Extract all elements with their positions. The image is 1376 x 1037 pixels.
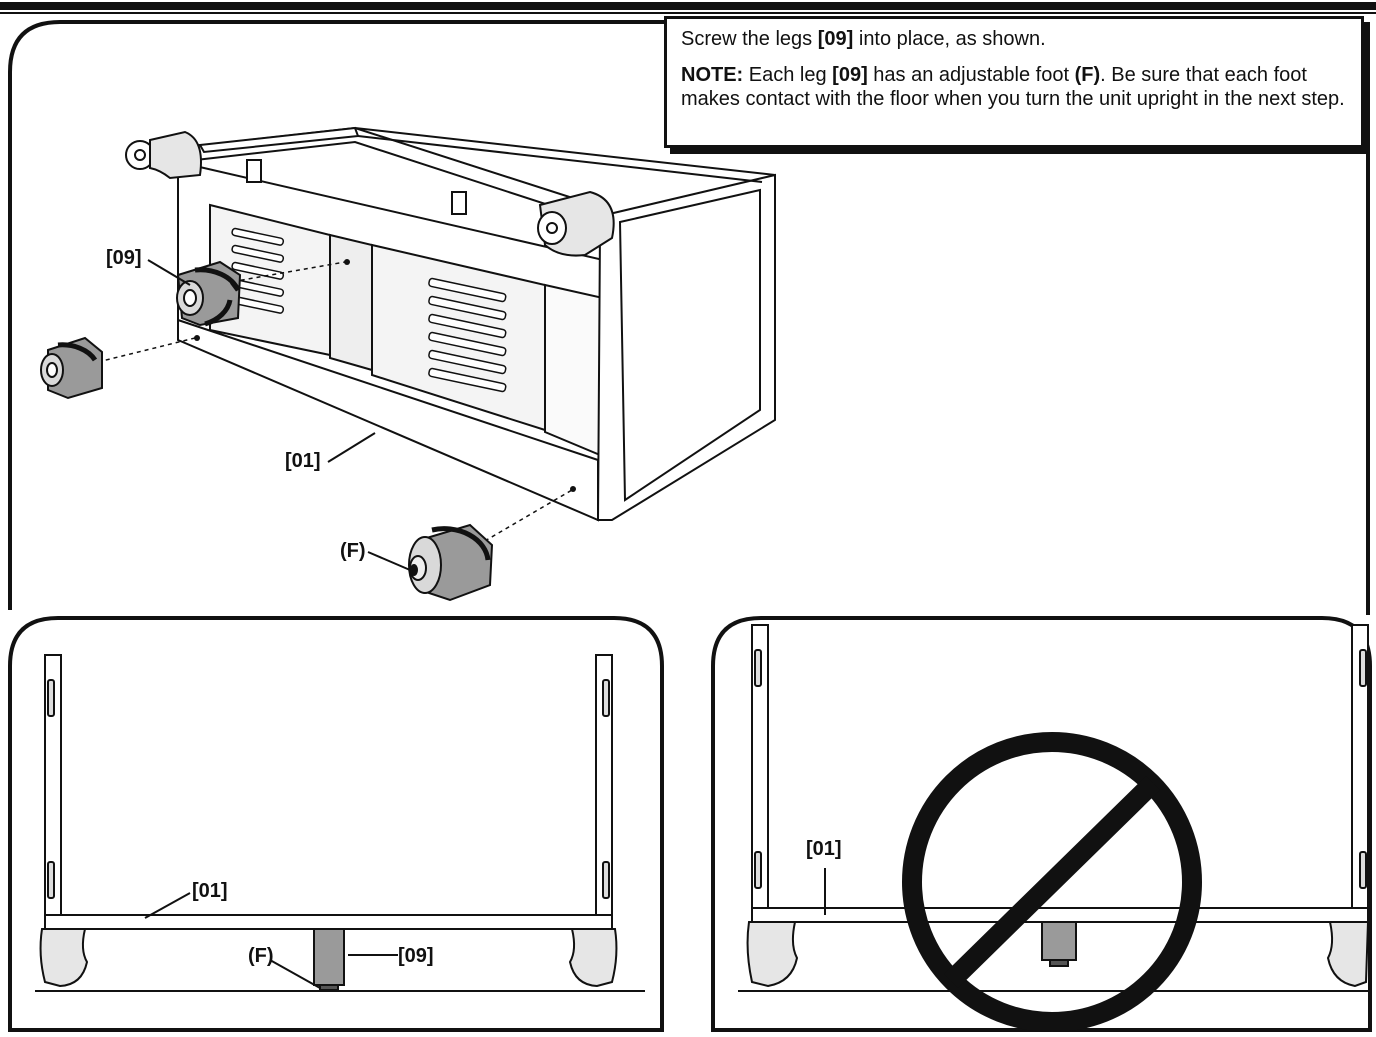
bolt-holes (194, 259, 576, 492)
note-ref-F: (F) (1074, 64, 1101, 86)
top-caster-right (537, 190, 615, 257)
instruction-line: Screw the legs [09] into place, as shown… (681, 27, 1347, 51)
label-foot-F: (F) (340, 540, 366, 562)
dashed-guides (97, 261, 573, 546)
leader-lines-correct (144, 892, 398, 989)
top-rule (0, 2, 1376, 10)
top-caster-left (125, 130, 202, 180)
instruction-text: Screw the legs (681, 28, 818, 50)
incorrect-label-frame-01: [01] (806, 838, 842, 860)
note-prefix: NOTE: (681, 64, 744, 86)
foot-F-detached (408, 523, 494, 602)
note-paragraph: NOTE: Each leg [09] has an adjustable fo… (681, 63, 1347, 111)
label-frame-01: [01] (285, 450, 321, 472)
hinge-brackets (246, 159, 467, 215)
leg-left-detached (40, 336, 103, 400)
label-leg-09: [09] (106, 247, 142, 269)
note-text-2: has an adjustable foot (867, 64, 1075, 86)
correct-label-frame-01: [01] (192, 880, 228, 902)
main-panel-frame (8, 20, 664, 610)
instruction-ref-09: [09] (817, 28, 854, 50)
incorrect-panel-frame (711, 616, 1372, 1032)
note-text-3: . Be sure that each foot makes contact w… (681, 64, 1345, 110)
prohibited-symbol (902, 732, 1202, 1032)
leader-lines-main (147, 259, 411, 571)
instruction-text-end: into place, as shown. (853, 28, 1046, 50)
correct-label-foot-F: (F) (248, 945, 274, 967)
incorrect-cabinet (746, 624, 1370, 988)
note-ref-09: [09] (832, 64, 868, 86)
note-text-1: Each leg (743, 64, 833, 86)
top-rule-thin (0, 12, 1376, 14)
correct-panel-frame (8, 616, 664, 1032)
leg-09-upper (176, 260, 242, 327)
correct-label-leg-09: [09] (398, 945, 434, 967)
correct-cabinet (39, 654, 618, 991)
instruction-box: Screw the legs [09] into place, as shown… (664, 16, 1364, 148)
